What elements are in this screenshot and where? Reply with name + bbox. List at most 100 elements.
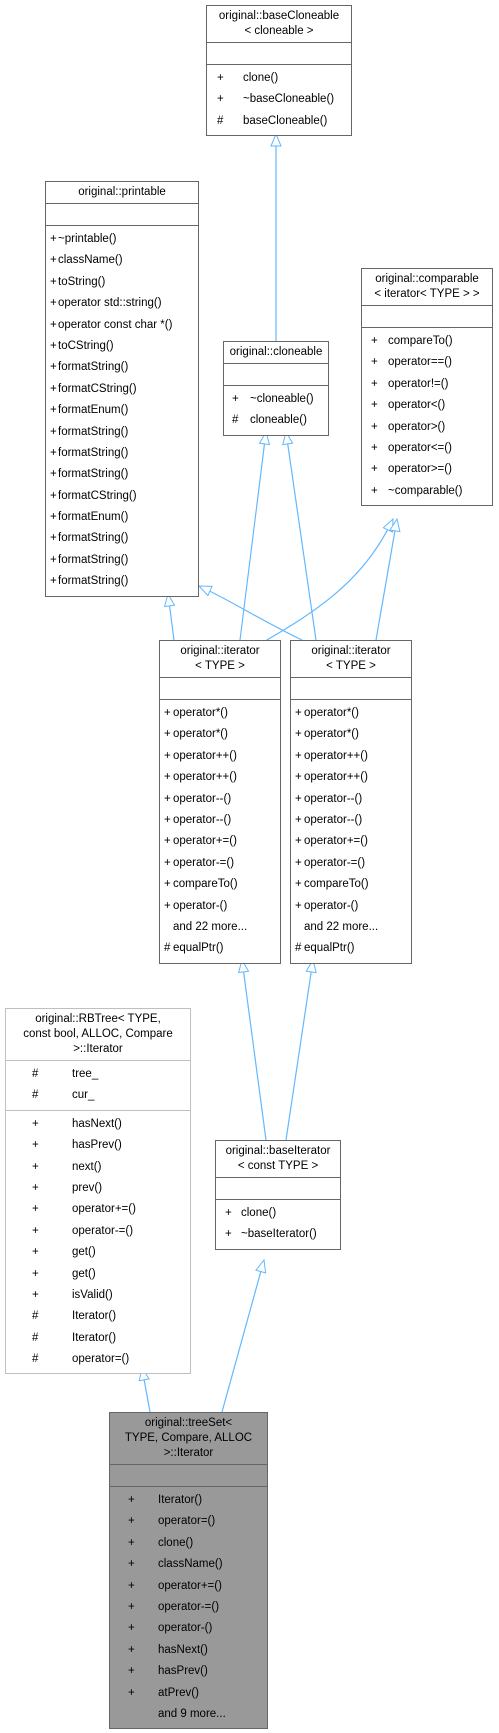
member-row[interactable]: +operator++() <box>160 767 280 788</box>
member-name: operator++() <box>304 749 368 762</box>
member-row[interactable]: +operator-=() <box>160 853 280 874</box>
class-box-printable[interactable]: original::printable +~printable()+classN… <box>45 181 199 597</box>
member-row[interactable]: +operator<=() <box>362 438 492 459</box>
member-row[interactable]: +operator-() <box>291 896 411 917</box>
class-box-baseiterator[interactable]: original::baseIterator < const TYPE > +c… <box>215 1140 341 1250</box>
member-row[interactable]: +operator-=() <box>6 1221 190 1242</box>
member-row[interactable]: +formatString() <box>46 443 198 464</box>
member-row[interactable]: +clone() <box>110 1533 267 1554</box>
member-row[interactable]: and 9 more... <box>110 1704 267 1725</box>
member-row[interactable]: +formatEnum() <box>46 507 198 528</box>
member-row[interactable]: +operator*() <box>291 724 411 745</box>
member-row[interactable]: #Iterator() <box>6 1306 190 1327</box>
member-row[interactable]: +operator const char *() <box>46 315 198 336</box>
member-row[interactable]: and 22 more... <box>160 917 280 938</box>
member-row[interactable]: +hasPrev() <box>110 1661 267 1682</box>
member-row[interactable]: +operator==() <box>362 352 492 373</box>
member-row[interactable]: +operator++() <box>160 746 280 767</box>
member-row[interactable]: #cur_ <box>6 1085 190 1106</box>
member-row[interactable]: +operator>() <box>362 417 492 438</box>
member-row[interactable]: +~comparable() <box>362 481 492 502</box>
class-box-basecloneable[interactable]: original::baseCloneable < cloneable > +c… <box>206 5 352 137</box>
member-row[interactable]: #equalPtr() <box>291 938 411 959</box>
class-box-treeset-iterator[interactable]: original::treeSet< TYPE, Compare, ALLOC … <box>109 1412 268 1730</box>
member-row[interactable]: +~baseCloneable() <box>207 89 351 110</box>
member-row[interactable]: +isValid() <box>6 1285 190 1306</box>
member-row[interactable]: +clone() <box>216 1203 340 1224</box>
member-row[interactable]: +formatString() <box>46 464 198 485</box>
member-row[interactable]: +className() <box>110 1554 267 1575</box>
member-row[interactable]: +operator--() <box>291 810 411 831</box>
member-row[interactable]: +operator--() <box>160 810 280 831</box>
member-row[interactable]: #baseCloneable() <box>207 111 351 132</box>
member-row[interactable]: +className() <box>46 250 198 271</box>
class-box-cloneable[interactable]: original::cloneable +~cloneable() #clone… <box>223 341 329 436</box>
member-row[interactable]: and 22 more... <box>291 917 411 938</box>
member-row[interactable]: +operator-() <box>110 1618 267 1639</box>
member-row[interactable]: +operator++() <box>291 767 411 788</box>
member-row[interactable]: +next() <box>6 1157 190 1178</box>
member-row[interactable]: +toCString() <box>46 336 198 357</box>
member-row[interactable]: +get() <box>6 1264 190 1285</box>
member-row[interactable]: +toString() <box>46 272 198 293</box>
member-row[interactable]: +operator<() <box>362 395 492 416</box>
member-row[interactable]: +hasNext() <box>110 1640 267 1661</box>
member-name: operator+=() <box>173 835 237 848</box>
methods-section: +Iterator()+operator=()+clone()+classNam… <box>110 1486 267 1728</box>
member-row[interactable]: +prev() <box>6 1178 190 1199</box>
member-row[interactable]: +~printable() <box>46 229 198 250</box>
member-row[interactable]: +operator*() <box>160 703 280 724</box>
member-name: equalPtr() <box>304 942 355 955</box>
member-row[interactable]: #cloneable() <box>224 410 328 431</box>
visibility-marker: + <box>164 878 171 891</box>
member-row[interactable]: +operator std::string() <box>46 293 198 314</box>
member-row[interactable]: +operator--() <box>160 789 280 810</box>
member-row[interactable]: +operator*() <box>291 703 411 724</box>
member-row[interactable]: +operator+=() <box>6 1199 190 1220</box>
member-row[interactable]: +formatString() <box>46 528 198 549</box>
member-row[interactable]: +Iterator() <box>110 1490 267 1511</box>
class-box-iterator-a[interactable]: original::iterator < TYPE > +operator*()… <box>159 640 281 964</box>
class-box-rbtree-iterator[interactable]: original::RBTree< TYPE, const bool, ALLO… <box>5 1008 191 1375</box>
member-row[interactable]: +operator>=() <box>362 459 492 480</box>
member-row[interactable]: +formatString() <box>46 357 198 378</box>
member-row[interactable]: +get() <box>6 1242 190 1263</box>
member-row[interactable]: #equalPtr() <box>160 938 280 959</box>
member-row[interactable]: +operator*() <box>160 724 280 745</box>
member-row[interactable]: +compareTo() <box>291 874 411 895</box>
visibility-marker: # <box>295 942 302 955</box>
member-row[interactable]: #tree_ <box>6 1064 190 1085</box>
member-row[interactable]: +compareTo() <box>160 874 280 895</box>
member-row[interactable]: +formatCString() <box>46 379 198 400</box>
member-row[interactable]: +operator+=() <box>110 1576 267 1597</box>
member-row[interactable]: +operator--() <box>291 789 411 810</box>
member-row[interactable]: +formatString() <box>46 422 198 443</box>
member-row[interactable]: +operator++() <box>291 746 411 767</box>
member-row[interactable]: +operator-=() <box>291 853 411 874</box>
member-row[interactable]: +formatString() <box>46 571 198 592</box>
visibility-marker <box>160 917 173 938</box>
member-row[interactable]: #operator=() <box>6 1349 190 1370</box>
member-row[interactable]: +formatCString() <box>46 486 198 507</box>
member-row[interactable]: +~baseIterator() <box>216 1224 340 1245</box>
member-row[interactable]: +operator=() <box>110 1511 267 1532</box>
member-row[interactable]: +operator-=() <box>110 1597 267 1618</box>
member-row[interactable]: +formatEnum() <box>46 400 198 421</box>
member-row[interactable]: +~cloneable() <box>224 389 328 410</box>
class-box-iterator-b[interactable]: original::iterator < TYPE > +operator*()… <box>290 640 412 964</box>
member-row[interactable]: +operator!=() <box>362 374 492 395</box>
class-title-line: original::RBTree< TYPE, <box>35 1013 161 1025</box>
member-row[interactable]: +formatString() <box>46 550 198 571</box>
member-row[interactable]: +atPrev() <box>110 1683 267 1704</box>
methods-section: +operator*()+operator*()+operator++()+op… <box>160 699 280 963</box>
member-row[interactable]: #Iterator() <box>6 1328 190 1349</box>
member-row[interactable]: +operator+=() <box>291 831 411 852</box>
class-box-comparable[interactable]: original::comparable < iterator< TYPE > … <box>361 268 493 507</box>
member-row[interactable]: +compareTo() <box>362 331 492 352</box>
member-name: operator+=() <box>158 1579 222 1592</box>
member-row[interactable]: +operator+=() <box>160 831 280 852</box>
member-row[interactable]: +clone() <box>207 68 351 89</box>
member-row[interactable]: +hasPrev() <box>6 1135 190 1156</box>
member-row[interactable]: +operator-() <box>160 896 280 917</box>
member-row[interactable]: +hasNext() <box>6 1114 190 1135</box>
